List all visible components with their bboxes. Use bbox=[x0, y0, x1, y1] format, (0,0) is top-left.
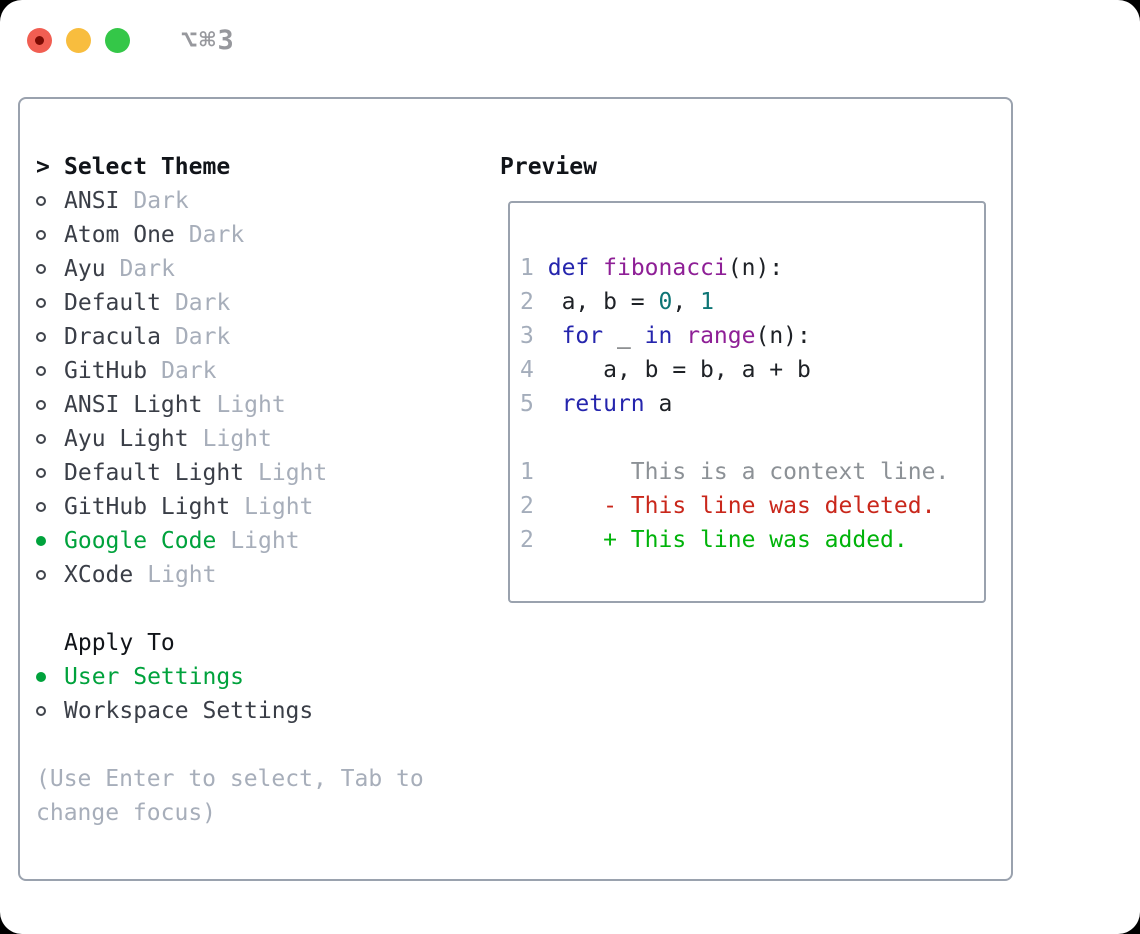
theme-item[interactable]: Ayu Dark bbox=[36, 252, 486, 286]
code-line: 3 for _ in range(n): bbox=[520, 323, 811, 349]
theme-item[interactable]: Dracula Dark bbox=[36, 320, 486, 354]
theme-name: Default bbox=[64, 290, 161, 316]
code-line: 1 def fibonacci(n): bbox=[520, 255, 784, 281]
minimize-button[interactable] bbox=[66, 28, 91, 53]
apply-to-title: Apply To bbox=[64, 630, 175, 656]
radio-icon bbox=[36, 354, 64, 388]
theme-name: GitHub bbox=[64, 358, 148, 384]
preview-box: 1 def fibonacci(n): 2 a, b = 0, 1 3 for _ … bbox=[508, 201, 986, 603]
theme-variant: Light bbox=[216, 392, 286, 418]
radio-icon bbox=[36, 490, 64, 524]
window-title: ⌥⌘3 bbox=[181, 25, 236, 56]
theme-variant: Dark bbox=[119, 256, 175, 282]
apply-to-option-label: Workspace Settings bbox=[64, 698, 314, 724]
theme-name: Default Light bbox=[64, 460, 245, 486]
theme-list-header: > Select Theme bbox=[36, 150, 486, 184]
radio-icon bbox=[36, 184, 64, 218]
apply-to-group: User Settings Workspace Settings bbox=[36, 660, 486, 728]
theme-name: ANSI Light bbox=[64, 392, 203, 418]
theme-variant: Dark bbox=[174, 290, 231, 316]
theme-picker: > Select Theme ANSI Dark Atom One Dark Ay… bbox=[36, 150, 486, 830]
theme-name: XCode bbox=[64, 562, 134, 588]
theme-name: Ayu bbox=[64, 256, 106, 282]
radio-icon bbox=[36, 558, 64, 592]
theme-item[interactable]: Atom One Dark bbox=[36, 218, 486, 252]
theme-name: Ayu Light bbox=[64, 426, 189, 452]
theme-item[interactable]: Default Dark bbox=[36, 286, 486, 320]
theme-name: GitHub Light bbox=[64, 494, 231, 520]
window-titlebar[interactable]: ⌥⌘3 bbox=[27, 25, 236, 56]
theme-item[interactable]: Google Code Light bbox=[36, 524, 486, 558]
theme-item[interactable]: Default Light Light bbox=[36, 456, 486, 490]
radio-icon bbox=[36, 422, 64, 456]
code-line: 1 This is a context line. bbox=[520, 459, 950, 485]
radio-icon bbox=[36, 660, 64, 694]
radio-icon bbox=[36, 286, 64, 320]
theme-variant: Dark bbox=[174, 324, 231, 350]
help-text-line2: change focus) bbox=[36, 800, 217, 826]
theme-variant: Dark bbox=[133, 188, 189, 214]
theme-item[interactable]: ANSI Light Light bbox=[36, 388, 486, 422]
code-line: 4 a, b = b, a + b bbox=[520, 357, 811, 383]
theme-item[interactable]: Ayu Light Light bbox=[36, 422, 486, 456]
theme-variant: Light bbox=[230, 528, 300, 554]
theme-variant: Light bbox=[258, 460, 328, 486]
theme-list: ANSI Dark Atom One Dark Ayu Dark Default… bbox=[36, 184, 486, 592]
code-blank-line bbox=[520, 421, 978, 455]
preview-title: Preview bbox=[500, 154, 597, 180]
theme-variant: Dark bbox=[161, 358, 217, 384]
code-line: 2 + This line was added. bbox=[520, 527, 908, 553]
spacer bbox=[36, 592, 486, 626]
theme-item[interactable]: XCode Light bbox=[36, 558, 486, 592]
code-preview: 1 def fibonacci(n): 2 a, b = 0, 1 3 for _ … bbox=[510, 203, 984, 557]
apply-to-option[interactable]: Workspace Settings bbox=[36, 694, 486, 728]
theme-name: Atom One bbox=[64, 222, 175, 248]
radio-icon bbox=[36, 320, 64, 354]
apply-to-option-label: User Settings bbox=[64, 664, 245, 690]
code-line: 5 return a bbox=[520, 391, 673, 417]
theme-name: ANSI bbox=[64, 188, 120, 214]
theme-name: Google Code bbox=[64, 528, 217, 554]
code-line: 2 - This line was deleted. bbox=[520, 493, 936, 519]
help-text-line1: (Use Enter to select, Tab to bbox=[36, 766, 424, 792]
zoom-button[interactable] bbox=[105, 28, 130, 53]
theme-variant: Light bbox=[202, 426, 272, 452]
theme-variant: Light bbox=[147, 562, 217, 588]
theme-item[interactable]: GitHub Light Light bbox=[36, 490, 486, 524]
unsaved-dot-icon bbox=[35, 36, 44, 45]
radio-icon bbox=[36, 524, 64, 558]
radio-icon bbox=[36, 456, 64, 490]
theme-item[interactable]: ANSI Dark bbox=[36, 184, 486, 218]
theme-name: Dracula bbox=[64, 324, 161, 350]
radio-icon bbox=[36, 252, 64, 286]
radio-icon bbox=[36, 388, 64, 422]
apply-to-option[interactable]: User Settings bbox=[36, 660, 486, 694]
theme-list-title: Select Theme bbox=[64, 154, 231, 180]
radio-icon bbox=[36, 694, 64, 728]
code-line: 2 a, b = 0, 1 bbox=[520, 289, 714, 315]
theme-variant: Dark bbox=[188, 222, 245, 248]
spacer bbox=[36, 728, 486, 762]
focus-caret-icon: > bbox=[36, 154, 50, 180]
theme-variant: Light bbox=[244, 494, 314, 520]
radio-icon bbox=[36, 218, 64, 252]
theme-item[interactable]: GitHub Dark bbox=[36, 354, 486, 388]
close-button[interactable] bbox=[27, 28, 52, 53]
